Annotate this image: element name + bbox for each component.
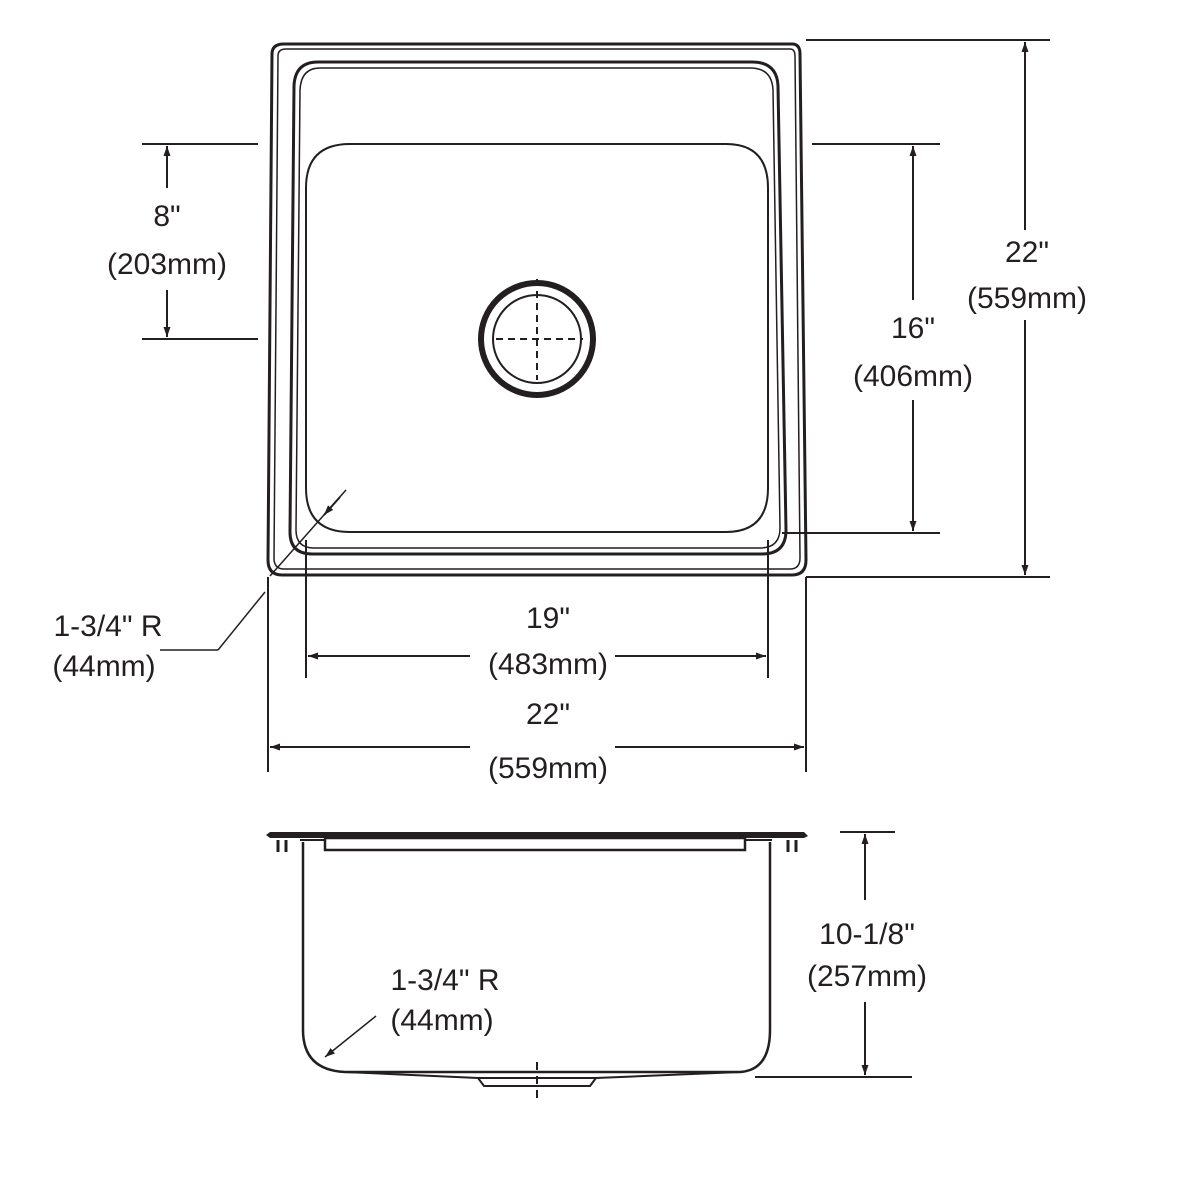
dimension-corner-radius-top: 1-3/4" R (44mm): [52, 489, 347, 683]
drain-bottom: [476, 1077, 598, 1087]
overall-width-imperial: 22": [526, 698, 570, 731]
dimension-bowl-length: 16" (406mm): [782, 143, 973, 534]
corner-radius-top-metric: (44mm): [52, 650, 155, 683]
corner-radius-top-imperial: 1-3/4" R: [53, 610, 162, 643]
bowl-length-imperial: 16": [891, 312, 935, 345]
bowl-length-metric: (406mm): [853, 360, 973, 393]
dimension-drain-offset: 8" (203mm): [107, 143, 258, 340]
corner-radius-side-imperial: 1-3/4" R: [390, 964, 499, 997]
side-view: 10-1/8" (257mm) 1-3/4" R (44mm): [266, 831, 927, 1104]
depth-metric: (257mm): [807, 960, 927, 993]
outer-rim: [266, 42, 808, 577]
dimension-bowl-width: 19" (483mm): [305, 540, 769, 681]
corner-radius-side-metric: (44mm): [390, 1004, 493, 1037]
overall-length-metric: (559mm): [967, 282, 1087, 315]
bowl-width-imperial: 19": [526, 602, 570, 635]
inner-rim: [288, 60, 788, 556]
drain-offset-imperial: 8": [153, 200, 180, 233]
drain-icon: [478, 279, 596, 398]
mounting-clip-right-icon: [786, 840, 798, 852]
overall-length-imperial: 22": [1005, 236, 1049, 269]
rim-flange: [266, 832, 808, 838]
bowl-outline: [305, 143, 769, 533]
mounting-clip-left-icon: [276, 840, 288, 852]
dimension-depth: 10-1/8" (257mm): [755, 831, 927, 1078]
bowl-width-metric: (483mm): [488, 648, 608, 681]
drain-offset-metric: (203mm): [107, 248, 227, 281]
top-view: 8" (203mm) 16" (406mm) 22" (559mm): [52, 39, 1087, 785]
dimension-overall-width: 22" (559mm): [267, 577, 804, 785]
dimension-corner-radius-side: 1-3/4" R (44mm): [324, 964, 500, 1058]
bowl-profile: [301, 842, 772, 1074]
overall-width-metric: (559mm): [488, 752, 608, 785]
depth-imperial: 10-1/8": [819, 918, 915, 951]
dimension-overall-length: 22" (559mm): [805, 39, 1087, 772]
